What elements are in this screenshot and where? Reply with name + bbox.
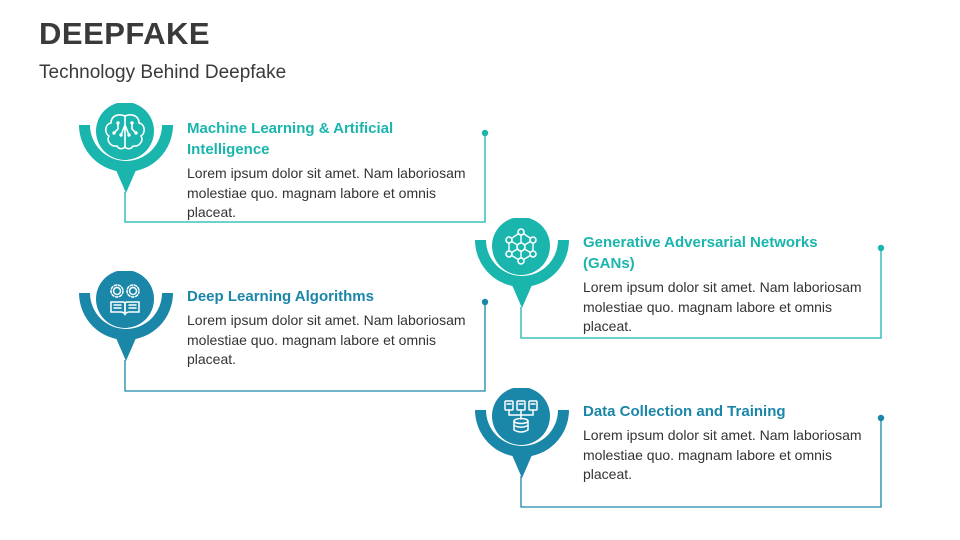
connector-line-1: [124, 133, 486, 223]
database-servers-icon: [475, 388, 569, 478]
item-description: Lorem ipsum dolor sit amet. Nam laborios…: [583, 427, 862, 482]
brain-circuit-icon: [79, 103, 173, 193]
connector-dot-1: [481, 129, 489, 137]
item-title: Generative Adversarial Networks (GANs): [583, 234, 818, 272]
neural-network-icon: [475, 218, 569, 308]
connector-line-2: [520, 248, 882, 339]
item-title: Machine Learning & Artificial Intelligen…: [187, 120, 394, 158]
connector-line-4: [520, 418, 882, 508]
item-machine-learning: Machine Learning & Artificial Intelligen…: [187, 118, 477, 223]
item-data-collection: Data Collection and Training Lorem ipsum…: [583, 401, 873, 485]
page-title: DEEPFAKE: [39, 16, 211, 51]
connector-dot-2: [877, 244, 885, 252]
item-gans: Generative Adversarial Networks (GANs) L…: [583, 232, 873, 337]
connector-dot-4: [877, 414, 885, 422]
item-title: Data Collection and Training: [583, 403, 786, 420]
item-description: Lorem ipsum dolor sit amet. Nam laborios…: [187, 312, 466, 367]
item-title: Deep Learning Algorithms: [187, 288, 374, 305]
item-deep-learning: Deep Learning Algorithms Lorem ipsum dol…: [187, 286, 477, 370]
item-description: Lorem ipsum dolor sit amet. Nam laborios…: [187, 165, 466, 220]
connector-line-3: [124, 302, 486, 392]
page-subtitle: Technology Behind Deepfake: [39, 62, 287, 83]
connector-dot-3: [481, 298, 489, 306]
gears-book-icon: [79, 271, 173, 361]
item-description: Lorem ipsum dolor sit amet. Nam laborios…: [583, 279, 862, 334]
